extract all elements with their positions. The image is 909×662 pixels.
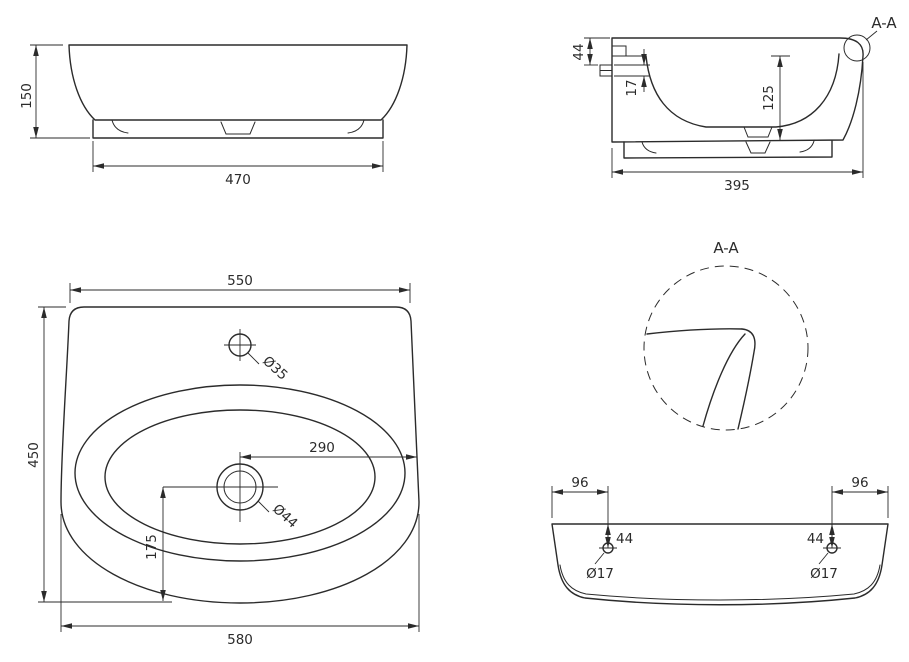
dim-label-center-to-edge: 290 — [309, 440, 335, 456]
hole-diameter-label-right: Ø17 — [810, 566, 838, 582]
bowl-rim-ellipse — [74, 384, 406, 562]
bowl-inner-ellipse — [104, 409, 376, 545]
leader-line — [865, 30, 878, 41]
bowl-drain-recess — [743, 126, 773, 138]
basin-side-plinth — [623, 140, 833, 159]
detail-boundary-circle — [643, 265, 809, 431]
basin-side-outline — [611, 37, 864, 143]
side-section-view: A-A 44 17 125 395 — [571, 14, 897, 194]
rim-outer-face — [737, 328, 756, 430]
dim-label-top-width: 550 — [227, 273, 253, 289]
basin-plan-outline — [60, 306, 420, 604]
plan-view: Ø35 Ø44 550 450 290 175 580 — [26, 273, 420, 648]
detail-title: A-A — [713, 239, 739, 257]
plinth-notch-right — [799, 140, 815, 153]
detail-callout-label: A-A — [871, 14, 897, 32]
rear-view: 96 96 44 44 Ø17 Ø17 — [551, 475, 889, 606]
side-drain-outline — [745, 141, 771, 154]
plinth-notch-left — [641, 141, 657, 154]
detail-view-a-a: A-A — [643, 239, 809, 431]
dim-label-left-inset: 96 — [571, 475, 588, 491]
basin-front-outline — [68, 44, 408, 121]
drain-label: Ø44 — [269, 501, 300, 532]
leader-line — [247, 352, 260, 365]
dim-label-height: 150 — [19, 83, 35, 109]
basin-front-plinth — [92, 119, 384, 139]
dim-label-overall-width: 580 — [227, 632, 253, 648]
faucet-hole-label: Ø35 — [259, 353, 290, 384]
leader-line — [257, 500, 270, 513]
rim-inner-face — [702, 333, 746, 427]
basin-rear-outline — [551, 523, 889, 606]
bowl-inner-section — [645, 53, 840, 128]
leader-line — [594, 552, 605, 565]
plinth-notch-right — [347, 119, 365, 134]
deck-step — [611, 45, 627, 57]
dim-label-bracket: 44 — [571, 43, 587, 60]
dim-label-left-drop: 44 — [616, 531, 633, 547]
rear-inner-wall-line — [559, 564, 881, 601]
leader-line — [818, 552, 829, 565]
rim-top-surface — [646, 328, 743, 335]
dim-label-drain-to-front: 175 — [144, 534, 160, 560]
plinth-notch-left — [111, 119, 129, 134]
dim-label-right-inset: 96 — [851, 475, 868, 491]
front-drain-outline — [220, 121, 256, 135]
dim-label-right-drop: 44 — [807, 531, 824, 547]
dim-label-base-width: 470 — [225, 172, 251, 188]
dim-label-plan-depth: 450 — [26, 442, 42, 468]
detail-callout-circle — [843, 34, 871, 62]
dim-label-total-depth: 395 — [724, 178, 750, 194]
front-elevation-view: 150 470 — [19, 44, 408, 188]
dim-label-slot: 17 — [624, 79, 640, 96]
hole-diameter-label-left: Ø17 — [586, 566, 614, 582]
dim-label-depth: 125 — [761, 85, 777, 111]
